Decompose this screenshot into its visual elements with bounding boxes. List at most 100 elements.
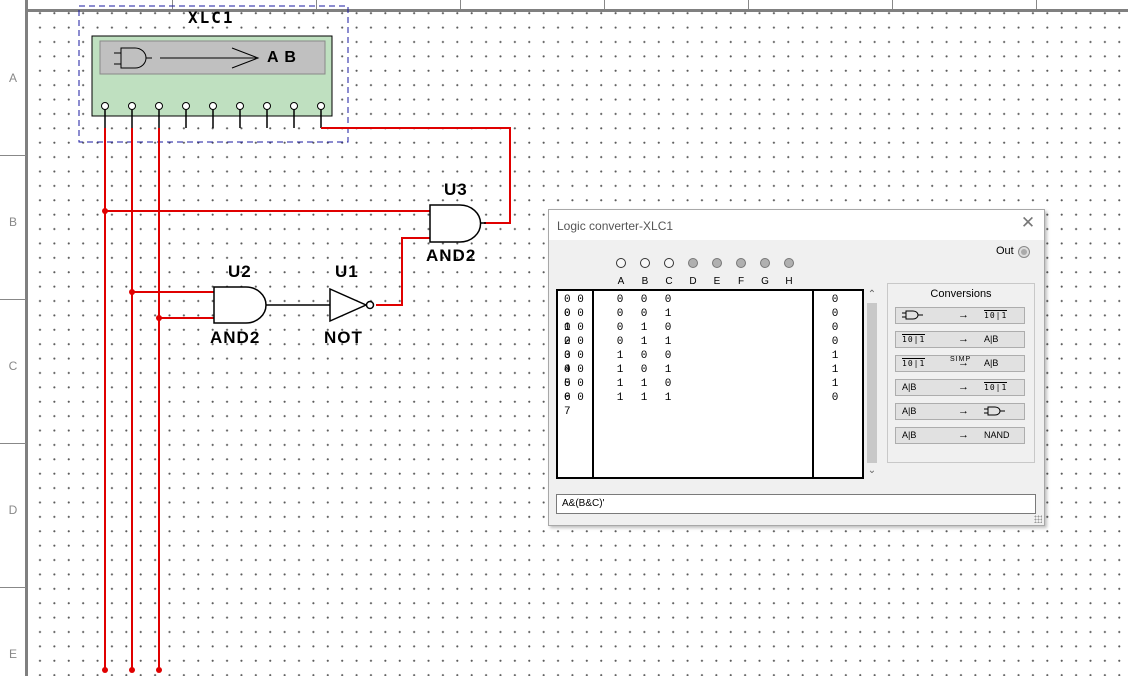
out-label: Out	[996, 245, 1014, 257]
cell-out[interactable]: 1	[831, 350, 839, 362]
arrow-right-icon: →	[958, 405, 969, 417]
cell-c: 0	[664, 294, 672, 306]
left-ruler: A B C D E	[0, 0, 28, 676]
conversion-to: 10|1	[984, 310, 1008, 320]
cell-out[interactable]: 1	[831, 364, 839, 376]
input-terminal-d[interactable]	[688, 258, 698, 268]
xlc1-label: XLC1	[188, 8, 235, 27]
ruler-row-e: E	[8, 647, 17, 661]
and-gate-icon	[114, 47, 152, 69]
cell-b: 1	[640, 392, 648, 404]
row-index: 0 0 0	[564, 294, 584, 320]
scroll-up-icon[interactable]: ⌃	[867, 289, 877, 300]
cell-a: 0	[616, 294, 624, 306]
scroll-down-icon[interactable]: ⌄	[867, 465, 877, 476]
close-icon[interactable]: ✕	[1020, 213, 1036, 232]
input-label-g: G	[761, 276, 769, 287]
input-label-h: H	[785, 276, 793, 287]
cell-c: 1	[664, 392, 672, 404]
cell-c: 1	[664, 308, 672, 320]
conversion-button-1[interactable]: → 10|1	[895, 307, 1025, 324]
u3-name-label: U3	[444, 180, 468, 199]
arrow-right-icon: →	[958, 309, 969, 321]
arrow-right-icon: →	[958, 429, 969, 441]
u3-type-label: AND2	[426, 246, 477, 265]
u3-and-gate	[429, 204, 486, 243]
conversion-button-3[interactable]: 10|1 →SIMP A|B	[895, 355, 1025, 372]
title-bar[interactable]: Logic converter-XLC1 ✕	[549, 210, 1044, 240]
cell-c: 0	[664, 350, 672, 362]
cell-b: 0	[640, 364, 648, 376]
ruler-row-c: C	[8, 359, 18, 373]
input-terminal-e[interactable]	[712, 258, 722, 268]
window-title: Logic converter-XLC1	[557, 219, 674, 233]
cell-c: 0	[664, 378, 672, 390]
cell-b: 0	[640, 350, 648, 362]
conversion-button-2[interactable]: 10|1→A|B	[895, 331, 1025, 348]
conversion-to: 10|1	[984, 382, 1008, 392]
boolean-expression-field[interactable]: A&(B&C)'	[556, 494, 1036, 514]
row-index: 0 0 3	[564, 336, 584, 362]
u1-name-label: U1	[335, 262, 359, 281]
xlc1-panel-text: A B	[267, 49, 297, 66]
cell-out[interactable]: 1	[831, 378, 839, 390]
truth-table-scrollbar[interactable]: ⌃ ⌄	[865, 289, 879, 479]
scroll-thumb[interactable]	[867, 303, 877, 463]
cell-b: 1	[640, 378, 648, 390]
u2-type-label: AND2	[210, 328, 261, 347]
row-index: 0 0 6	[564, 378, 584, 404]
conversion-to: A|B	[984, 334, 999, 344]
cell-out[interactable]: 0	[831, 322, 839, 334]
input-label-d: D	[689, 276, 697, 287]
input-terminal-g[interactable]	[760, 258, 770, 268]
input-label-e: E	[713, 276, 721, 287]
top-ruler	[0, 0, 1128, 12]
input-terminal-a[interactable]	[616, 258, 626, 268]
row-index: 0 0 1	[564, 308, 584, 334]
conversion-to: A|B	[984, 358, 999, 368]
gate-icon	[984, 406, 1006, 418]
input-terminal-b[interactable]	[640, 258, 650, 268]
conversion-button-4[interactable]: A|B→10|1	[895, 379, 1025, 396]
table-row: 0 0 0 0 0 0 0	[558, 293, 858, 320]
arrow-right-icon: →SIMP	[950, 356, 970, 371]
cell-out[interactable]: 0	[831, 308, 839, 320]
conversion-from: A|B	[902, 406, 917, 416]
input-label-c: C	[665, 276, 673, 287]
arrow-right-icon: →	[958, 381, 969, 393]
cell-a: 1	[616, 378, 624, 390]
cell-b: 0	[640, 308, 648, 320]
conversion-from: 10|1	[902, 334, 926, 344]
u2-name-label: U2	[228, 262, 252, 281]
resize-grip-icon[interactable]	[1034, 515, 1042, 523]
conversion-from: 10|1	[902, 358, 926, 368]
cell-b: 0	[640, 294, 648, 306]
out-terminal[interactable]	[1018, 246, 1030, 258]
cell-out[interactable]: 0	[831, 294, 839, 306]
cell-a: 1	[616, 350, 624, 362]
ruler-row-d: D	[8, 503, 18, 517]
conversion-button-6[interactable]: A|B→NAND	[895, 427, 1025, 444]
wires	[104, 127, 511, 670]
cell-c: 1	[664, 364, 672, 376]
table-row: 0 0 6 1 1 0 1	[558, 377, 858, 404]
cell-out[interactable]: 0	[831, 392, 839, 404]
conversion-button-5[interactable]: A|B →	[895, 403, 1025, 420]
cell-a: 1	[616, 364, 624, 376]
instrument-selection-box	[78, 5, 349, 143]
input-terminal-f[interactable]	[736, 258, 746, 268]
conversions-header: Conversions	[930, 288, 992, 300]
cell-out[interactable]: 0	[831, 336, 839, 348]
cell-b: 1	[640, 322, 648, 334]
input-terminal-h[interactable]	[784, 258, 794, 268]
input-terminal-c[interactable]	[664, 258, 674, 268]
input-label-f: F	[737, 276, 745, 287]
cell-c: 0	[664, 322, 672, 334]
